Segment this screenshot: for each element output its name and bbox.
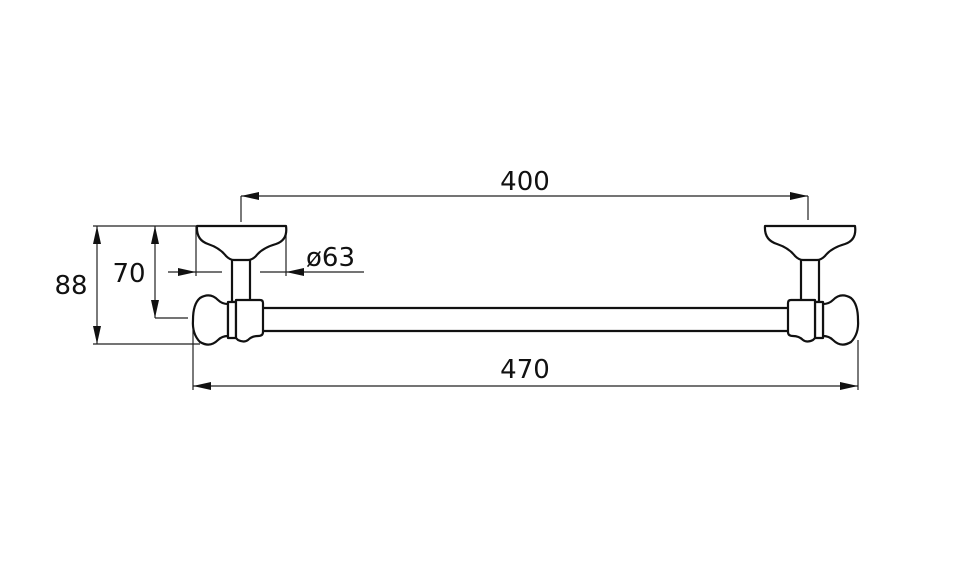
- dimension-label-470: 470: [500, 355, 550, 385]
- dimension-label-diameter: ø63: [306, 243, 355, 273]
- dimension-88: 88: [54, 225, 200, 345]
- dimension-label-88: 88: [54, 271, 87, 301]
- dimension-70: 70: [112, 226, 188, 319]
- dimension-label-400: 400: [500, 167, 550, 197]
- right-bracket: [763, 224, 860, 346]
- dimension-400: 400: [240, 167, 809, 222]
- dimension-diameter-63: ø63: [168, 226, 364, 276]
- dimension-label-70: 70: [112, 259, 145, 289]
- left-bracket: [191, 224, 288, 346]
- dimension-470: 470: [192, 330, 859, 390]
- towel-bar-rod: [256, 306, 796, 333]
